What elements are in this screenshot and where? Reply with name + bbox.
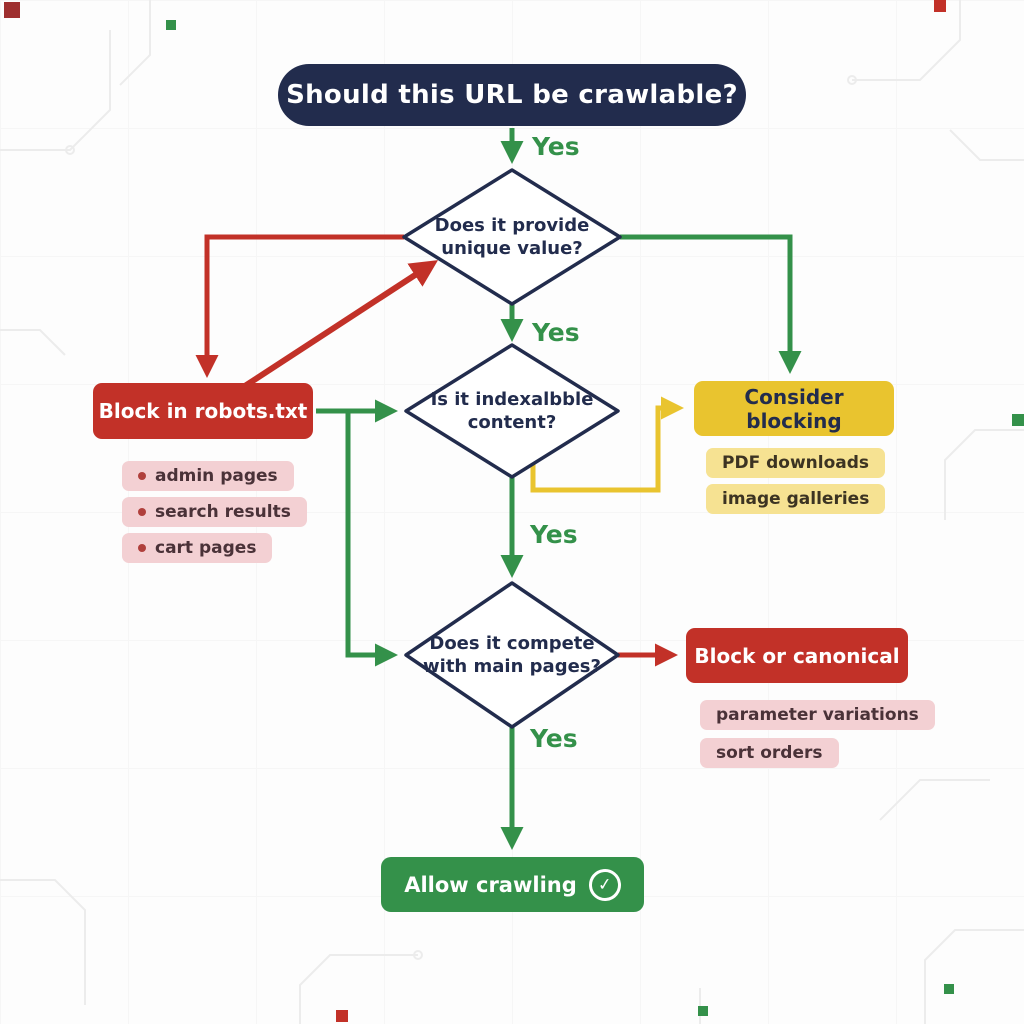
pill-label: image galleries: [722, 489, 870, 509]
yes-label-3: Yes: [530, 520, 578, 549]
example-pill-image-galleries: image galleries: [706, 484, 886, 514]
pill-label: parameter variations: [716, 705, 919, 725]
pill-label: sort orders: [716, 743, 823, 763]
example-pill-pdf-downloads: PDF downloads: [706, 448, 886, 478]
yes-label-2: Yes: [532, 318, 580, 347]
bullet-dot: [138, 508, 146, 516]
decision-unique-value-label: Does it provide unique value?: [412, 203, 612, 271]
decision-diamond-compete: [404, 581, 620, 729]
example-pill-admin-pages: admin pages: [122, 461, 294, 491]
accent-squares-decor: [4, 0, 1024, 1022]
decision-text-line: with main pages?: [423, 656, 601, 677]
arrow-branch-to-d3: [345, 411, 398, 667]
bullet-dot: [138, 472, 146, 480]
block-robots-node: Block in robots.txt: [93, 383, 313, 439]
decision-indexable-label: Is it indexalbble content?: [412, 377, 612, 445]
decision-compete-label: Does it compete with main pages?: [412, 621, 612, 689]
decision-text-line: Is it indexalbble: [430, 388, 594, 410]
yes-label-4: Yes: [530, 724, 578, 753]
decision-diamond-indexable: [404, 343, 620, 479]
decision-text-line: content?: [467, 412, 557, 433]
decision-text-line: Does it provide: [434, 214, 590, 236]
bullet-dot: [138, 544, 146, 552]
check-circle-icon: ✓: [587, 866, 623, 903]
example-pill-search-results: search results: [122, 497, 307, 527]
pill-label: cart pages: [155, 538, 257, 558]
pill-label: PDF downloads: [722, 453, 870, 473]
pill-label: search results: [155, 502, 291, 522]
yes-label-1: Yes: [532, 132, 580, 161]
arrow-robots-to-d1-diagonal: [226, 260, 439, 400]
arrow-d1-to-consider: [620, 234, 802, 374]
arrow-d2-to-consider: [530, 396, 684, 493]
pill-label: admin pages: [155, 466, 278, 486]
allow-crawling-label: Allow crawling: [404, 872, 577, 897]
decision-text-line: Does it compete: [429, 632, 595, 654]
decision-text-line: unique value?: [441, 238, 583, 259]
example-pill-cart-pages: cart pages: [122, 533, 273, 563]
example-pill-sort-orders: sort orders: [700, 738, 839, 768]
allow-crawling-node: Allow crawling ✓: [381, 857, 644, 912]
start-node: Should this URL be crawlable?: [278, 64, 746, 126]
decision-diamond-unique-value: [402, 168, 622, 306]
example-pill-parameter-variations: parameter variations: [700, 700, 935, 730]
consider-blocking-node: Consider blocking: [694, 381, 894, 436]
arrow-d1-to-robots: [195, 234, 404, 378]
block-canonical-node: Block or canonical: [686, 628, 908, 683]
